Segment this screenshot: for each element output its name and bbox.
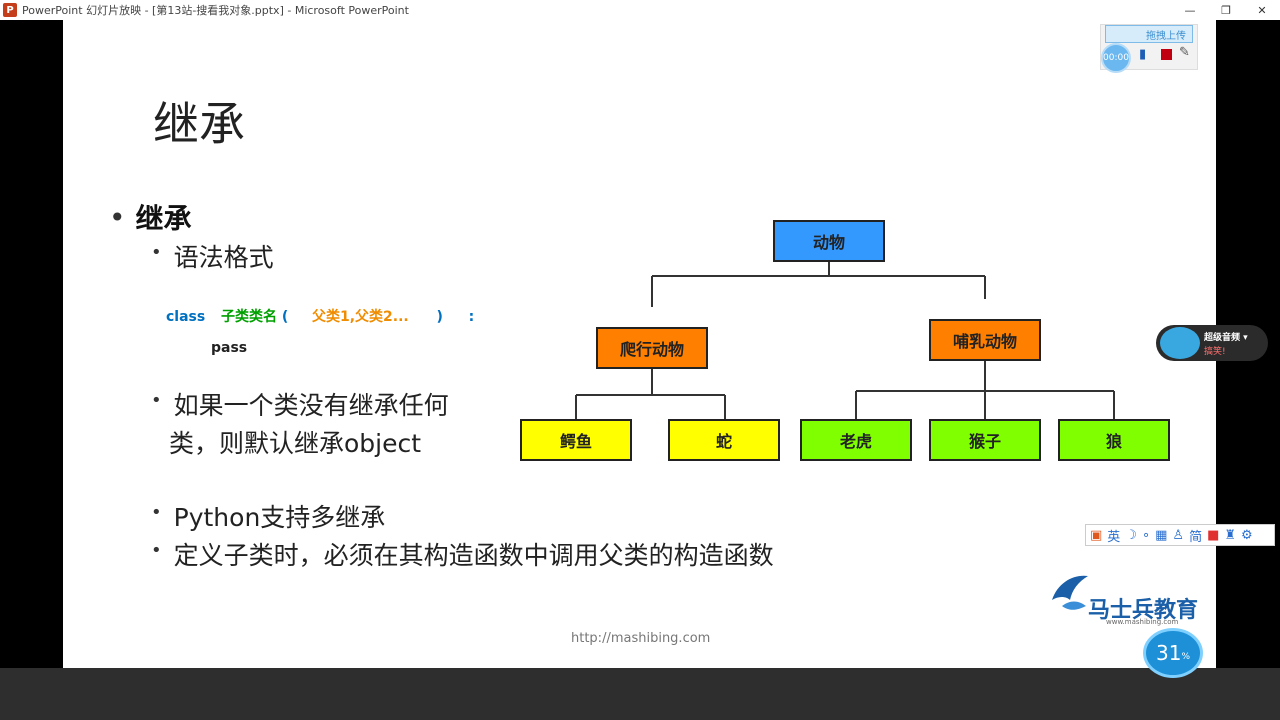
- ime-toolbar: ▣ 英 ☽ ∘ ▦ ♙ 简 ■ ♜ ⚙: [1085, 524, 1275, 546]
- bullet-dot: •: [151, 242, 162, 263]
- bullet-dot: •: [151, 502, 162, 523]
- upload-button[interactable]: 拖拽上传: [1105, 25, 1193, 43]
- bullet-syntax-text: 语法格式: [173, 243, 274, 272]
- logo-url: www.mashibing.com: [1106, 618, 1179, 626]
- bullet-dot: •: [109, 200, 126, 234]
- code-parents: 父类1,父类2...: [312, 309, 409, 325]
- ime-gear-icon[interactable]: ⚙: [1241, 527, 1253, 543]
- code-subclass: 子类类名: [220, 309, 277, 325]
- ime-lang-english[interactable]: 英: [1107, 529, 1121, 545]
- ime-user-icon[interactable]: ♙: [1172, 527, 1185, 543]
- node-reptile: 爬行动物: [596, 327, 708, 369]
- close-button[interactable]: ✕: [1257, 3, 1267, 17]
- record-timer[interactable]: 00:00: [1101, 43, 1131, 73]
- node-crocodile: 鳄鱼: [520, 419, 632, 461]
- code-class-line: class 子类类名 ( 父类1,父类2... ) :: [166, 306, 474, 326]
- minimize-button[interactable]: —: [1184, 3, 1196, 17]
- bullet-constructor-text: 定义子类时，必须在其构造函数中调用父类的构造函数: [173, 541, 774, 570]
- taskbar-strip: [0, 668, 1280, 720]
- logo-mark-icon: [1052, 575, 1088, 610]
- bullet-default: • 如果一个类没有继承任何 类，则默认继承object: [151, 386, 449, 460]
- bullet-main: • 继承: [109, 197, 192, 237]
- bullet-multi-text: Python支持多继承: [173, 503, 386, 532]
- ime-video-icon[interactable]: ■: [1207, 527, 1220, 543]
- ime-moon-icon[interactable]: ☽: [1125, 527, 1137, 543]
- widget-label: 超级音频 ▾: [1204, 333, 1248, 343]
- bullet-syntax: • 语法格式: [151, 238, 274, 274]
- progress-percent-badge: 31%: [1143, 628, 1203, 678]
- bullet-constructor: • 定义子类时，必须在其构造函数中调用父类的构造函数: [151, 536, 774, 572]
- window-title: PowerPoint 幻灯片放映 - [第13站-搜看我对象.pptx] - M…: [22, 4, 409, 17]
- percent-value: 31: [1155, 641, 1182, 665]
- pause-icon[interactable]: ▮: [1139, 47, 1147, 62]
- code-open-paren: (: [281, 309, 289, 325]
- widget-music-icon: [1160, 327, 1200, 359]
- code-keyword: class: [166, 309, 206, 325]
- slide-title: 继承: [153, 97, 245, 151]
- upload-label: 拖拽上传: [1146, 30, 1186, 42]
- code-colon: :: [468, 309, 475, 325]
- window-controls: — ❐ ✕: [1172, 0, 1280, 20]
- node-snake: 蛇: [668, 419, 780, 461]
- bullet-dot: •: [151, 390, 162, 411]
- pen-icon[interactable]: ✎: [1179, 45, 1190, 60]
- footer-url: http://mashibing.com: [571, 631, 711, 646]
- node-animal: 动物: [773, 220, 885, 262]
- node-wolf: 狼: [1058, 419, 1170, 461]
- stop-icon[interactable]: [1161, 49, 1172, 60]
- powerpoint-icon: P: [3, 3, 17, 17]
- code-pass: pass: [211, 340, 248, 356]
- floating-audio-widget[interactable]: 超级音频 ▾ 搞笑!: [1156, 325, 1268, 361]
- slide-canvas[interactable]: 继承 • 继承 • 语法格式 class 子类类名 ( 父类1,父类2... )…: [63, 20, 1216, 668]
- ime-keyboard-icon[interactable]: ▦: [1155, 527, 1168, 543]
- ime-dots-icon[interactable]: ∘: [1141, 527, 1151, 543]
- restore-button[interactable]: ❐: [1221, 3, 1231, 17]
- left-letterbox: [0, 20, 63, 668]
- logo-name: 马士兵教育: [1088, 598, 1199, 623]
- node-mammal: 哺乳动物: [929, 319, 1041, 361]
- code-close-paren: ): [436, 309, 443, 325]
- bullet-default-line1: 如果一个类没有继承任何: [173, 391, 449, 420]
- ime-simplified[interactable]: 简: [1189, 529, 1203, 545]
- window-titlebar: P PowerPoint 幻灯片放映 - [第13站-搜看我对象.pptx] -…: [0, 0, 1280, 20]
- percent-sign: %: [1181, 652, 1190, 662]
- ime-shirt-icon[interactable]: ♜: [1224, 527, 1237, 543]
- company-logo: 马士兵教育 www.mashibing.com: [1048, 570, 1198, 630]
- widget-sublabel: 搞笑!: [1204, 347, 1226, 357]
- inheritance-diagram: 动物 爬行动物 哺乳动物 鳄鱼 蛇 老虎 猴子 狼: [513, 195, 1178, 465]
- bullet-dot: •: [151, 540, 162, 561]
- bullet-default-line2: 类，则默认继承object: [169, 429, 422, 458]
- node-monkey: 猴子: [929, 419, 1041, 461]
- ime-logo-icon[interactable]: ▣: [1090, 527, 1103, 543]
- node-tiger: 老虎: [800, 419, 912, 461]
- recording-toolbar: 拖拽上传 00:00 ▮ ✎: [1100, 24, 1198, 73]
- bullet-multi: • Python支持多继承: [151, 498, 385, 534]
- diagram-connectors: [575, 242, 1115, 419]
- bullet-main-text: 继承: [135, 202, 192, 235]
